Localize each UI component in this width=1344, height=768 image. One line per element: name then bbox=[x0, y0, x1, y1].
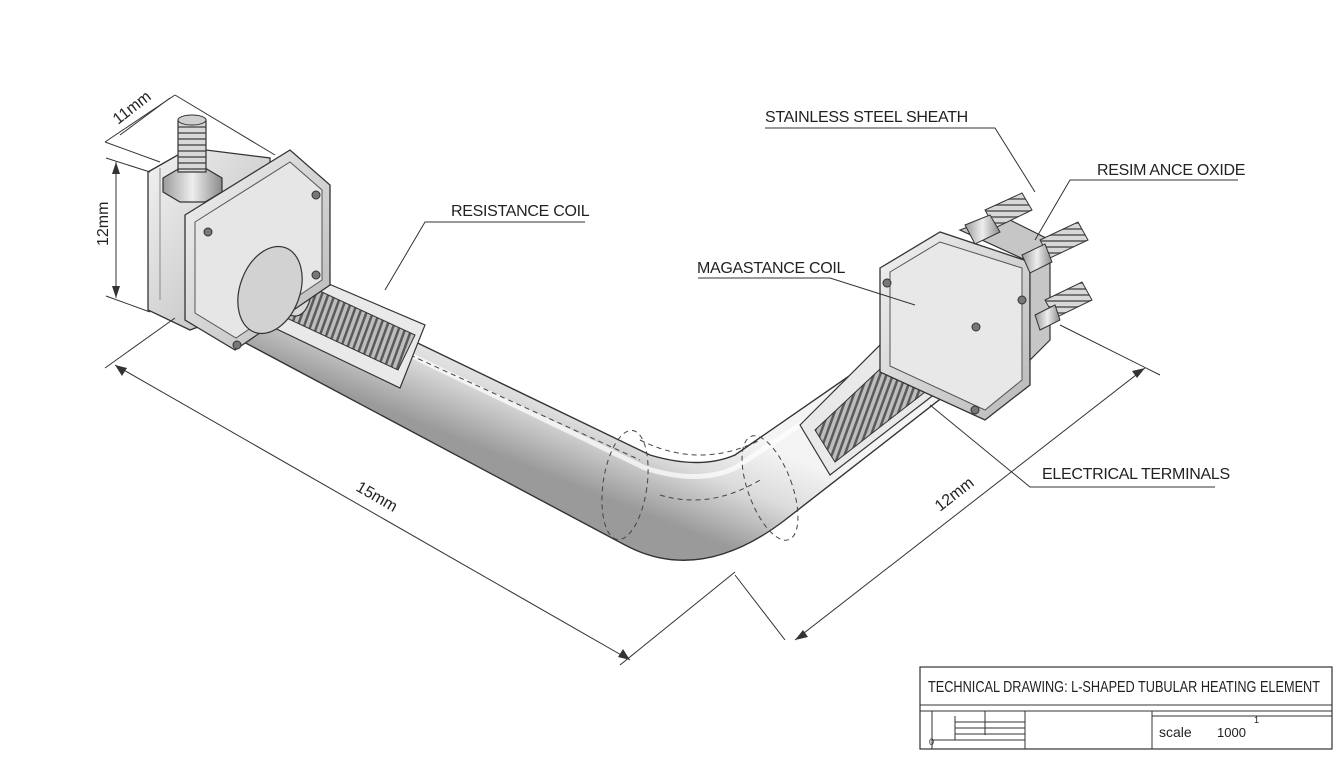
title-block-scale-value: 1000 bbox=[1217, 725, 1246, 740]
label-resistance-coil: RESISTANCE COIL bbox=[451, 203, 590, 220]
title-block-scale-label: scale bbox=[1159, 724, 1192, 740]
label-stainless-steel-sheath: STAINLESS STEEL SHEATH bbox=[765, 109, 968, 126]
terminal-bolts bbox=[964, 192, 1093, 331]
heating-tube bbox=[239, 257, 977, 561]
dimension-lines bbox=[104, 94, 1161, 666]
label-magastance-coil: MAGASTANCE COIL bbox=[697, 260, 846, 277]
dim-terminal-width: 11mm bbox=[110, 88, 155, 128]
dim-short-leg: 12mm bbox=[932, 474, 977, 515]
leader-lines bbox=[384, 127, 1238, 488]
dim-block-height: 12mm bbox=[95, 202, 112, 246]
title-block-title: TECHNICAL DRAWING: L-SHAPED TUBULAR HEAT… bbox=[928, 679, 1320, 696]
label-resistance-oxide: RESIM ANCE OXIDE bbox=[1097, 162, 1245, 179]
title-block-mark-zero: 0 bbox=[929, 737, 934, 747]
title-block: TECHNICAL DRAWING: L-SHAPED TUBULAR HEAT… bbox=[919, 666, 1333, 750]
right-terminal-block bbox=[879, 192, 1093, 421]
title-block-mark-one: 1 bbox=[1254, 715, 1259, 725]
dim-long-leg: 15mm bbox=[353, 479, 400, 516]
label-electrical-terminals: ELECTRICAL TERMINALS bbox=[1042, 466, 1230, 483]
left-terminal-block bbox=[147, 114, 331, 351]
